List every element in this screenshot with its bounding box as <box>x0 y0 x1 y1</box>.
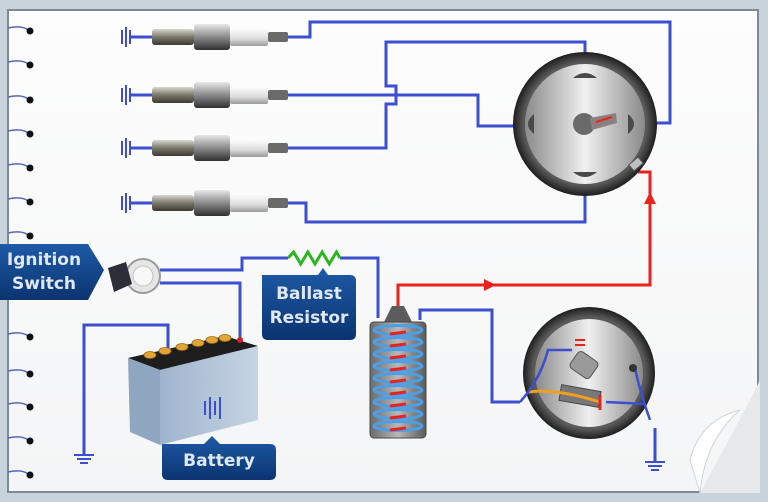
coil-tower <box>628 156 644 172</box>
wire-switch-resistor <box>160 256 288 272</box>
current-arrow-right <box>484 279 496 291</box>
ground-icon <box>645 461 665 471</box>
cap-terminal-bottom <box>573 172 597 177</box>
ring-icon <box>7 60 34 69</box>
cap-terminal-left <box>528 114 534 134</box>
wire-plug1-cap <box>288 20 672 125</box>
ring-icon <box>7 95 34 104</box>
coil-tower-top <box>384 306 412 322</box>
points-lead <box>527 389 601 404</box>
ground-icon <box>121 85 131 105</box>
wire-coil-distributor <box>418 308 520 404</box>
ring-icon <box>7 26 34 35</box>
battery <box>128 334 258 445</box>
ignition-key-icon <box>108 262 132 292</box>
ring-icon <box>7 163 34 172</box>
ring-icon <box>7 436 34 445</box>
battery-positive-terminal <box>237 337 243 343</box>
wire-coil-to-cap <box>396 170 652 306</box>
ring-icon <box>7 231 34 240</box>
ballast-resistor-symbol <box>286 249 342 267</box>
wire-battery-ground <box>82 323 170 455</box>
spark-plug <box>121 82 288 108</box>
notebook-rings <box>7 26 34 479</box>
rotor-contact <box>595 116 613 123</box>
ring-icon <box>7 129 34 138</box>
current-arrow-up <box>644 192 656 204</box>
wire-plug2-cap <box>288 93 522 128</box>
ground-icon <box>121 193 131 213</box>
label-line: Battery <box>183 451 255 471</box>
battery-label: Battery <box>162 449 276 473</box>
ground-symbols <box>74 454 665 471</box>
spark-plug <box>121 135 288 161</box>
cap-terminal-top <box>573 73 597 78</box>
ring-icon <box>7 369 34 378</box>
cam <box>569 350 599 380</box>
ballast-resistor-label: Ballast Resistor <box>262 282 356 330</box>
wire-switch-battery <box>160 281 242 340</box>
distributor-cap <box>513 52 657 196</box>
label-line: Ballast <box>276 284 342 304</box>
page-curl-fold <box>689 409 741 494</box>
ignition-coil <box>369 306 427 439</box>
ring-icon <box>7 470 34 479</box>
ground-icon <box>121 138 131 158</box>
battery-top <box>128 336 258 370</box>
page-curl <box>700 380 760 493</box>
wire-plug4-cap <box>288 178 587 224</box>
cap-terminal-right <box>628 114 634 134</box>
ring-icon <box>7 197 34 206</box>
spark-plug <box>121 190 288 216</box>
ignition-switch-label: Ignition Switch <box>0 248 88 296</box>
ground-icon <box>121 27 131 47</box>
ignition-switch-label-bg <box>0 244 104 300</box>
distributor-points <box>519 307 655 439</box>
battery-label-bg <box>162 436 276 480</box>
spark-plugs <box>121 24 288 216</box>
battery-cell-symbol <box>204 397 221 419</box>
ring-icon <box>7 332 34 341</box>
wire-plug3-cap <box>288 40 587 150</box>
rotor-hub <box>573 113 595 135</box>
spark-plug <box>121 24 288 50</box>
wire-resistor-coil <box>340 256 380 318</box>
label-line: Switch <box>11 274 77 294</box>
ring-icon <box>7 402 34 411</box>
ground-icon <box>74 454 94 464</box>
label-line: Resistor <box>269 308 349 328</box>
label-line: Ignition <box>6 250 82 270</box>
ballast-resistor-label-bg <box>262 268 356 340</box>
ignition-switch[interactable] <box>108 258 161 294</box>
